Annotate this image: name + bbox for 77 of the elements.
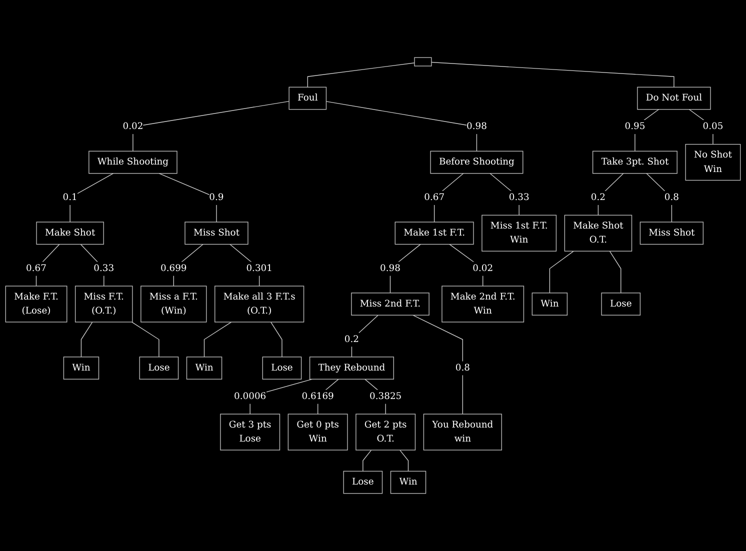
edge-label: 0.9 bbox=[209, 192, 224, 203]
node-box: Foul bbox=[288, 86, 327, 110]
edge-label: 0.05 bbox=[702, 121, 724, 132]
node-box: Get 2 pts O.T. bbox=[356, 414, 416, 450]
node-box: Before Shooting bbox=[430, 150, 524, 174]
connector bbox=[598, 173, 624, 216]
node-box: Lose bbox=[343, 470, 383, 494]
connector bbox=[490, 173, 520, 216]
node-box: Win bbox=[186, 356, 222, 380]
connector bbox=[431, 62, 674, 88]
edge-label: 0.33 bbox=[94, 263, 114, 274]
connector bbox=[390, 244, 421, 294]
node-box: Make Shot bbox=[36, 222, 104, 245]
edge-label: 0.2 bbox=[590, 192, 606, 203]
edge-label: 0.6169 bbox=[302, 391, 334, 402]
node-box: Lose bbox=[262, 356, 302, 380]
connector bbox=[351, 314, 379, 358]
node-box: Get 0 pts Win bbox=[288, 414, 348, 450]
node-box: Miss Shot bbox=[640, 222, 704, 245]
connector bbox=[80, 244, 104, 286]
edge-label: 0.02 bbox=[472, 263, 494, 274]
node-box: While Shooting bbox=[88, 150, 178, 174]
edge-label: 0.8 bbox=[664, 192, 679, 203]
edge-label: 0.301 bbox=[246, 263, 272, 274]
node-box: Miss 2nd F.T. bbox=[351, 292, 430, 316]
edge-label: 0.98 bbox=[380, 263, 400, 274]
connector bbox=[158, 173, 217, 222]
edge-label: 0.95 bbox=[624, 121, 646, 132]
connector bbox=[362, 450, 372, 472]
edge-label: 0.67 bbox=[26, 263, 46, 274]
node-box: Make 1st F.T. bbox=[394, 222, 474, 245]
edge-label: 0.33 bbox=[508, 192, 530, 203]
connector bbox=[609, 250, 622, 294]
edge-label: 0.1 bbox=[62, 192, 78, 203]
node-box: Lose bbox=[601, 292, 641, 316]
connector bbox=[270, 322, 282, 358]
connector bbox=[449, 244, 484, 286]
node-box: Win bbox=[63, 356, 100, 380]
node-box: Miss F.T. (O.T.) bbox=[74, 286, 133, 322]
connector bbox=[646, 173, 672, 222]
node-box: Win bbox=[390, 470, 426, 494]
connector bbox=[326, 101, 478, 152]
node-box: Take 3pt. Shot bbox=[592, 150, 678, 174]
edge-label: 0.2 bbox=[344, 334, 360, 345]
connector bbox=[131, 322, 160, 358]
connector bbox=[307, 62, 415, 88]
node-box: Miss Shot bbox=[184, 222, 248, 245]
connector bbox=[549, 250, 574, 294]
node-box: Miss 1st F.T. Win bbox=[482, 214, 557, 252]
node-box: Make Shot O.T. bbox=[564, 214, 632, 252]
edge-label: 0.98 bbox=[466, 121, 487, 132]
node-box: Lose bbox=[139, 356, 179, 380]
node-box: You Rebound win bbox=[423, 414, 502, 450]
connector bbox=[70, 173, 114, 222]
edge-label: 0.67 bbox=[424, 192, 445, 203]
edge-label: 0.0006 bbox=[234, 391, 266, 402]
node-box: Miss a F.T. (Win) bbox=[140, 286, 207, 322]
edge-label: 0.02 bbox=[122, 121, 144, 132]
node-box: Make all 3 F.T.s (O.T.) bbox=[214, 286, 304, 322]
edge-label: 0.699 bbox=[160, 263, 187, 274]
node-box bbox=[414, 57, 432, 66]
node-box: Win bbox=[532, 292, 568, 316]
connector bbox=[132, 100, 290, 152]
node-box: Get 3 pts Lose bbox=[220, 414, 280, 450]
connector bbox=[412, 314, 464, 414]
connector bbox=[80, 322, 93, 358]
node-box: They Rebound bbox=[309, 356, 394, 380]
connector bbox=[36, 244, 60, 286]
node-box: No Shot Win bbox=[685, 144, 741, 181]
node-box: Make F.T. (Lose) bbox=[5, 286, 68, 322]
edge-label: 0.3825 bbox=[370, 391, 402, 402]
edge-label: 0.8 bbox=[455, 362, 470, 374]
connector bbox=[688, 109, 714, 145]
node-box: Do Not Foul bbox=[637, 86, 711, 110]
connector bbox=[400, 450, 409, 472]
node-box: Make 2nd F.T. Win bbox=[442, 286, 524, 322]
connector bbox=[204, 322, 232, 358]
